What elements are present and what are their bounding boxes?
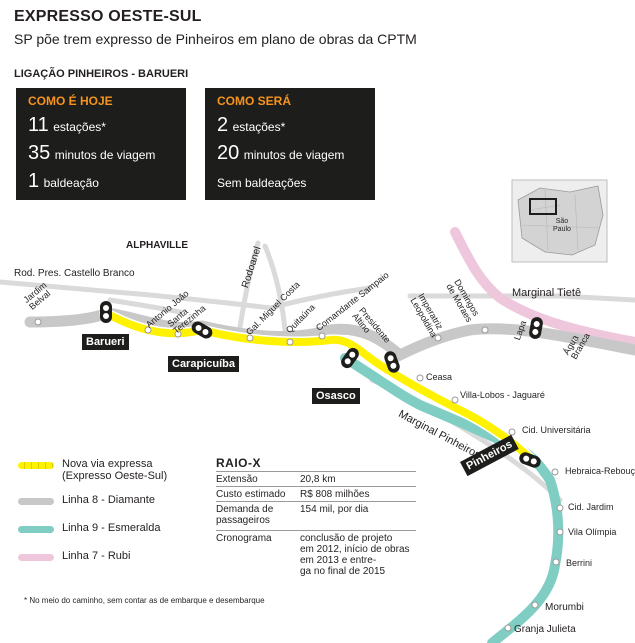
- tag-osasco: Osasco: [312, 388, 360, 404]
- raio-key-demanda: Demanda de passageiros: [216, 504, 274, 526]
- raio-row-custo: Custo estimado R$ 808 milhões: [216, 486, 416, 501]
- station-dot-villa-lobos: [451, 396, 459, 404]
- raio-value-demanda: 154 mil, por dia: [300, 504, 369, 515]
- today-minutes-number: 35: [28, 142, 51, 164]
- raio-row-demanda: Demanda de passageiros 154 mil, por dia: [216, 501, 416, 530]
- page-title: EXPRESSO OESTE-SUL: [14, 8, 202, 25]
- future-stations: 2 estações*: [217, 114, 285, 137]
- raio-key-extensao: Extensão: [216, 474, 258, 485]
- label-berrini: Berrini: [566, 558, 593, 568]
- today-minutes: 35 minutos de viagem: [28, 142, 155, 165]
- marker-barueri: [100, 301, 112, 323]
- label-granja-julieta: Granja Julieta: [514, 624, 576, 635]
- station-dot-morumbi: [531, 601, 539, 609]
- station-dot-comandante-sampaio: [318, 332, 326, 340]
- legend-label-linha-9: Linha 9 - Esmeralda: [62, 522, 161, 534]
- inset-label: São Paulo: [553, 218, 571, 233]
- today-stations-label: estações*: [53, 120, 106, 134]
- future-minutes-number: 20: [217, 142, 240, 164]
- label-alphaville: ALPHAVILLE: [126, 240, 189, 251]
- raio-row-cronograma: Cronograma conclusão de projeto em 2012,…: [216, 530, 416, 583]
- station-dot-domingos: [481, 326, 489, 334]
- raio-value-extensao: 20,8 km: [300, 474, 336, 485]
- legend-swatch-linha-8: [18, 498, 54, 505]
- marker-presidente-altino: [384, 351, 400, 373]
- label-morumbi: Morumbi: [545, 602, 584, 613]
- station-dot-agua-branca: [571, 336, 579, 344]
- major-station-markers: [100, 301, 543, 468]
- legend-swatch-linha-7: [18, 554, 54, 561]
- future-heading: COMO SERÁ: [217, 94, 292, 108]
- today-transfers-label: baldeação: [43, 176, 99, 190]
- legend-label-linha-8: Linha 8 - Diamante: [62, 494, 155, 506]
- station-dot-granja-julieta: [504, 624, 512, 632]
- raio-value-cronograma: conclusão de projeto em 2012, início de …: [300, 533, 410, 577]
- footnote: * No meio do caminho, sem contar as de e…: [24, 596, 265, 605]
- express-line: [101, 309, 534, 462]
- station-dot-vila-olimpia: [556, 528, 564, 536]
- today-stations-number: 11: [28, 114, 49, 136]
- label-vila-olimpia: Vila Olímpia: [568, 527, 617, 537]
- future-minutes-label: minutos de viagem: [243, 148, 345, 162]
- tag-barueri: Barueri: [82, 334, 129, 350]
- today-minutes-label: minutos de viagem: [54, 148, 156, 162]
- label-marginal-tiete: Marginal Tietê: [512, 287, 582, 299]
- inset-map: [511, 179, 608, 263]
- station-dot-imperatriz: [434, 334, 442, 342]
- station-dot-santa-terezinha: [174, 330, 182, 338]
- raio-row-extensao: Extensão 20,8 km: [216, 471, 416, 486]
- raio-x-title: RAIO-X: [216, 456, 261, 470]
- today-transfers: 1 baldeação: [28, 170, 99, 193]
- label-castello-branco: Rod. Pres. Castello Branco: [14, 268, 135, 279]
- marker-carapicuiba: [191, 321, 213, 339]
- raio-key-custo: Custo estimado: [216, 489, 286, 500]
- label-ceasa: Ceasa: [426, 372, 453, 382]
- legend-swatch-express: [18, 462, 54, 469]
- inset-highlight: [529, 198, 557, 215]
- raio-value-custo: R$ 808 milhões: [300, 489, 370, 500]
- future-box: COMO SERÁ 2 estações* 20 minutos de viag…: [205, 88, 375, 200]
- station-dot-quitauna: [286, 338, 294, 346]
- raio-key-cronograma: Cronograma: [216, 533, 272, 544]
- marker-osasco: [341, 347, 359, 369]
- station-dot-ceasa: [416, 374, 424, 382]
- legend: Nova via expressa (Expresso Oeste-Sul) L…: [18, 458, 208, 568]
- linha-7-rubi-line: [450, 227, 635, 347]
- station-dot-berrini: [552, 558, 560, 566]
- future-stations-label: estações*: [232, 120, 286, 134]
- today-stations: 11 estações*: [28, 114, 106, 137]
- legend-label-express: Nova via expressa (Expresso Oeste-Sul): [62, 458, 168, 482]
- station-dot-cid-jardim: [556, 504, 564, 512]
- future-minutes: 20 minutos de viagem: [217, 142, 344, 165]
- section-heading: LIGAÇÃO PINHEIROS - BARUERI: [14, 68, 189, 80]
- label-hebraica: Hebraica-Rebouças: [565, 466, 635, 476]
- raio-x-panel: RAIO-X Extensão 20,8 km Custo estimado R…: [216, 456, 420, 586]
- station-dot-hebraica: [551, 468, 559, 476]
- station-dot-jardim-belval: [34, 318, 42, 326]
- station-dot-gal-miguel-costa: [246, 334, 254, 342]
- today-transfers-number: 1: [28, 170, 40, 192]
- future-stations-number: 2: [217, 114, 229, 136]
- tag-carapicuiba: Carapicuíba: [168, 356, 239, 372]
- legend-swatch-linha-9: [18, 526, 54, 533]
- today-box: COMO É HOJE 11 estações* 35 minutos de v…: [16, 88, 186, 200]
- marker-pinheiros: [519, 452, 541, 468]
- label-cid-jardim: Cid. Jardim: [568, 502, 614, 512]
- legend-label-linha-7: Linha 7 - Rubi: [62, 550, 131, 562]
- future-transfers: Sem baldeações: [217, 176, 307, 190]
- today-heading: COMO É HOJE: [28, 94, 113, 108]
- label-cid-universitaria: Cid. Universitária: [522, 425, 591, 435]
- marker-lapa: [529, 317, 543, 339]
- station-dot-antonio-joao: [144, 326, 152, 334]
- page-subtitle: SP põe trem expresso de Pinheiros em pla…: [14, 31, 417, 47]
- label-villa-lobos: Villa-Lobos - Jaguaré: [460, 390, 545, 400]
